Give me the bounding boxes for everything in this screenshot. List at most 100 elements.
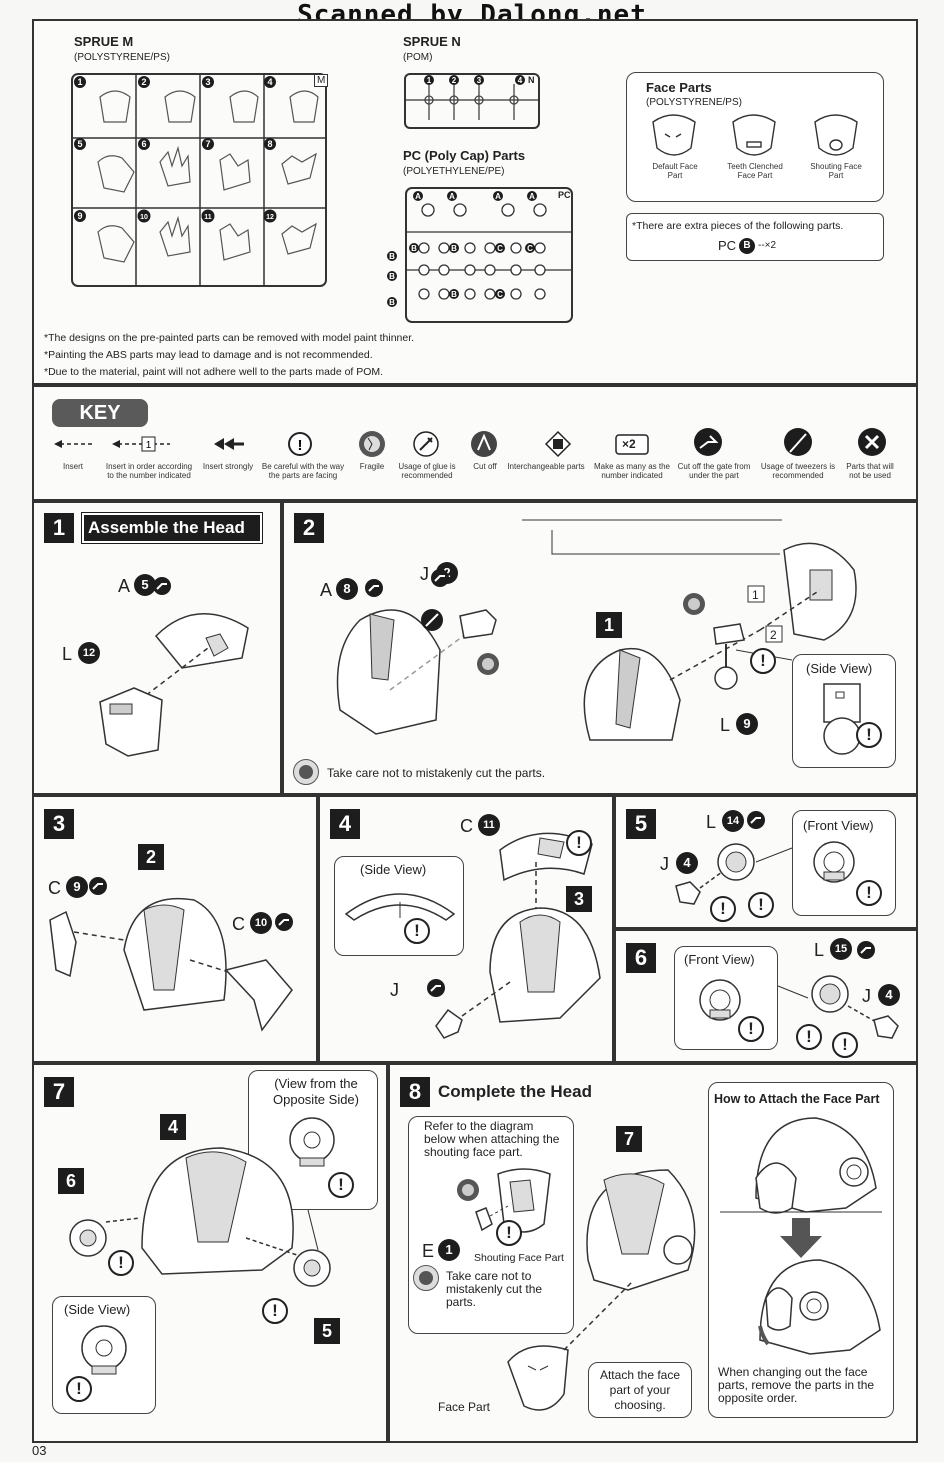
svg-text:B: B — [389, 272, 395, 281]
step-1-title-box — [81, 512, 263, 544]
s6-part-l15-num: 15 — [830, 938, 852, 960]
s3-part-c9-num: 9 — [66, 876, 88, 898]
s6-front-view-label: (Front View) — [684, 952, 755, 967]
svg-text:6: 6 — [141, 139, 146, 149]
extra-parts-qty: --×2 — [758, 240, 777, 251]
pc-sprue-diagram: A A A A B B C C B B B B C — [387, 187, 573, 323]
s8-fragile-icon — [413, 1265, 439, 1291]
unused-icon — [858, 428, 886, 456]
key-title: KEY — [52, 399, 148, 427]
s8-refer-note: Refer to the diagram below when attachin… — [424, 1119, 560, 1159]
s2-fragile-icon — [293, 759, 319, 785]
s7-side-view-label: (Side View) — [64, 1302, 131, 1317]
s8-howto-note: When changing out the face parts, remove… — [718, 1365, 875, 1405]
s8-caution-a: ! — [496, 1220, 522, 1246]
extra-parts-code: PC — [718, 238, 737, 253]
step-5-drawing — [675, 811, 855, 905]
s6-part-l15-letter: L — [814, 940, 825, 960]
s2-side-view-label: (Side View) — [806, 661, 873, 676]
sprue-n-title: SPRUE N — [403, 34, 461, 49]
s6-caution-b: ! — [796, 1024, 822, 1050]
caution-icon: ! — [288, 432, 312, 456]
page-number: 03 — [32, 1443, 47, 1458]
s7-caution-c: ! — [262, 1298, 288, 1324]
svg-text:4: 4 — [267, 77, 272, 87]
multiply-icon — [615, 434, 649, 455]
svg-text:12: 12 — [266, 214, 274, 221]
pc-parts-title: PC (Poly Cap) Parts — [403, 148, 526, 163]
s4-side-view-label: (Side View) — [360, 862, 427, 877]
s4-part-c11-letter: C — [460, 816, 473, 836]
svg-text:B: B — [451, 244, 457, 253]
svg-text:7: 7 — [205, 139, 210, 149]
s7-opposite-view-label: (View from the Opposite Side) — [273, 1076, 359, 1107]
sprue-n-tag: N — [528, 75, 535, 85]
s2-caution-text: Take care not to mistakenly cut the part… — [327, 766, 546, 780]
s8-howto-drawing — [720, 1117, 882, 1355]
s4-caution-b: ! — [404, 918, 430, 944]
step-6-drawing — [699, 941, 899, 1039]
sprue-m-title: SPRUE M — [74, 34, 134, 49]
tweezers-icon — [784, 428, 812, 456]
s3-part-c9-letter: C — [48, 878, 61, 898]
s8-part-e-letter: E — [422, 1241, 435, 1261]
pc-tag: PC — [558, 190, 571, 200]
s2-caution-b: ! — [856, 722, 882, 748]
s2-sub-ref: 1 — [596, 612, 622, 638]
s7-ref-6: 6 — [58, 1168, 84, 1194]
svg-text:1: 1 — [77, 77, 82, 87]
s7-ref-5: 5 — [314, 1318, 340, 1344]
key-label-unused: Parts that will not be used — [846, 462, 894, 480]
s2-part-l-num: 9 — [736, 713, 758, 735]
step-7-drawing — [69, 1117, 335, 1375]
s5-part-j4-num: 4 — [676, 852, 698, 874]
s4-part-c11-num: 11 — [478, 814, 500, 836]
face-parts-drawings — [652, 114, 858, 156]
svg-text:A: A — [529, 192, 535, 201]
key-label-interchangeable: Interchangeable parts — [507, 462, 585, 471]
svg-text:B: B — [389, 252, 395, 261]
step-2-number: 2 — [294, 513, 324, 543]
s3-part-c10-num: 10 — [250, 912, 272, 934]
s2-caution-a: ! — [750, 648, 776, 674]
s2-part-a-num: 8 — [336, 578, 358, 600]
s5-part-l14-num: 14 — [722, 810, 744, 832]
step-1-title: Assemble the Head — [88, 518, 245, 537]
face-part-shouting-label: Shouting Face Part — [810, 162, 862, 180]
svg-text:B: B — [451, 290, 457, 299]
step-2-drawing — [336, 519, 857, 741]
s5-part-j4-letter: J — [660, 854, 669, 874]
sprue-m-tag: M — [314, 74, 329, 87]
s8-head-drawing — [507, 1169, 696, 1411]
key-label-cut: Cut off — [473, 462, 497, 471]
face-parts-material: (POLYSTYRENE/PS) — [646, 97, 742, 108]
svg-text:4: 4 — [518, 76, 523, 85]
svg-text:B: B — [389, 298, 395, 307]
s7-ref-4: 4 — [160, 1114, 186, 1140]
s8-attach-box — [588, 1362, 692, 1418]
sprue-m-material: (POLYSTYRENE/PS) — [74, 52, 170, 63]
note-abs-painting: *Painting the ABS parts may lead to dama… — [44, 349, 373, 361]
fragile-icon — [359, 431, 385, 457]
s8-shouting-drawing — [457, 1168, 551, 1233]
s4-part-j3-letter: J — [390, 980, 399, 1000]
s5-caution-b: ! — [748, 892, 774, 918]
step-5-number: 5 — [626, 809, 656, 839]
s8-attach-note: Attach the face part of your choosing. — [599, 1368, 681, 1412]
note-thinner: *The designs on the pre-painted parts ca… — [44, 332, 415, 344]
s1-part-a-num: 5 — [134, 574, 156, 596]
face-parts-title: Face Parts — [646, 80, 712, 95]
svg-text:A: A — [415, 192, 421, 201]
svg-text:C: C — [497, 290, 503, 299]
cut-icon — [471, 431, 497, 457]
s5-front-view-label: (Front View) — [803, 818, 874, 833]
step-6-number: 6 — [626, 943, 656, 973]
sprue-n-material: (POM) — [403, 52, 433, 63]
multiply-text: ×2 — [622, 437, 636, 451]
s6-part-j4-letter: J — [862, 986, 871, 1006]
key-label-insert: Insert — [62, 462, 83, 471]
svg-text:3: 3 — [205, 77, 210, 87]
s5-caution-a: ! — [710, 896, 736, 922]
svg-text:9: 9 — [77, 211, 82, 221]
svg-text:11: 11 — [204, 214, 212, 221]
